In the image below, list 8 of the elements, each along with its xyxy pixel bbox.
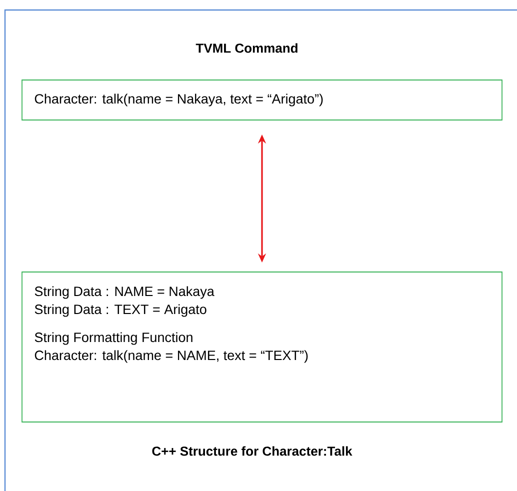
node-label: String Formatting Function bbox=[34, 332, 192, 345]
node-label: String Data : TEXT = Arigato bbox=[34, 304, 206, 317]
node-label: Character: talk(name = NAME, text = “TEXT”) bbox=[34, 350, 308, 363]
heading: TVML Command bbox=[196, 43, 298, 53]
code-box: Character: talk(name = Nakaya, text = “Arigato”) bbox=[22, 80, 502, 120]
node-label: C++ Structure for Character:Talk bbox=[152, 446, 352, 456]
code-box: String Data : NAME = Nakaya String Data : TEXT = Arigato String Formatting Function Character: talk(name = NAME, text = “TEXT”) bbox=[22, 272, 502, 422]
node-label: String Data : NAME = Nakaya bbox=[34, 286, 214, 299]
